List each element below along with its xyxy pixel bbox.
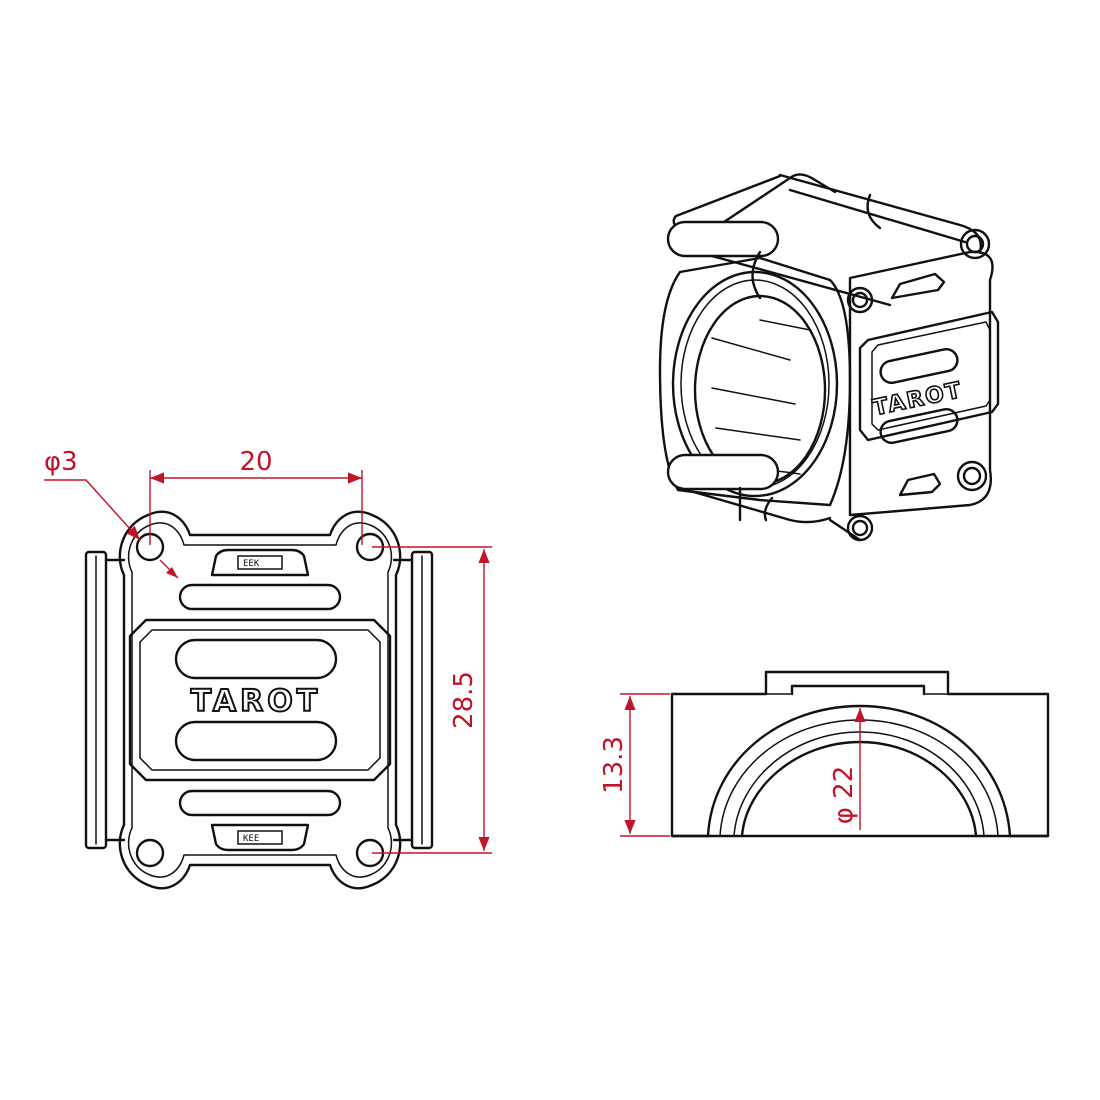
front-view: EEK KEE TAROT	[84, 510, 434, 890]
front-view-brand-logo: TAROT	[191, 684, 321, 719]
dimension-hole-spacing-vertical: 28.5	[449, 671, 479, 729]
front-view-plate-outline	[118, 510, 402, 890]
dimension-hole-spacing-horizontal: 20	[239, 447, 272, 477]
dimension-height: 13.3	[599, 736, 629, 794]
front-view-bottom-badge: KEE	[210, 823, 310, 852]
svg-text:KEE: KEE	[243, 834, 259, 844]
side-view-dimensions: 13.3 φ 22	[599, 693, 866, 837]
front-view-dimensions: 20 φ3 28.5	[44, 447, 492, 854]
svg-text:EEK: EEK	[243, 559, 260, 569]
front-view-center-panel: TAROT	[128, 618, 392, 782]
isometric-view: TAROT	[658, 173, 1000, 542]
front-view-right-tube	[392, 550, 434, 850]
front-view-top-badge: EEK	[210, 548, 310, 577]
front-view-mount-holes	[135, 532, 385, 868]
dimension-tube-diameter: φ 22	[829, 766, 859, 825]
dimension-hole-diameter: φ3	[44, 447, 78, 477]
front-view-left-tube	[84, 550, 126, 850]
